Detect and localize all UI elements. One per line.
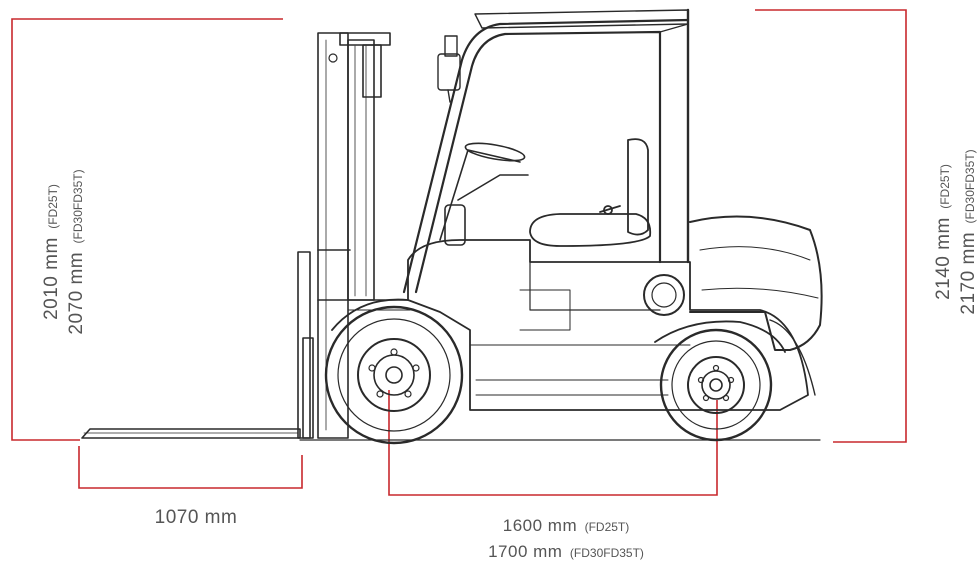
svg-text:2010 mm (FD25T): 2010 mm (FD25T) (41, 184, 62, 320)
right-height-model-1: (FD25T) (938, 164, 952, 209)
chassis (407, 239, 809, 411)
left-height-value-2: 2070 mm (66, 252, 87, 335)
overhead-guard (402, 8, 690, 294)
left-height-dimension-line (11, 18, 283, 441)
right-height-label: 2140 mm (FD25T) 2170 mm (FD30FD35T) (933, 149, 979, 314)
operator-seat (529, 138, 652, 247)
wheelbase-value-2: 1700 mm (488, 542, 562, 561)
fuel-tank (643, 274, 685, 316)
dimension-lines (11, 9, 907, 496)
right-height-value-1: 2140 mm (933, 217, 954, 300)
wheelbase-label-line-2: 1700 mm (FD30FD35T) (488, 542, 644, 561)
mast (317, 32, 411, 439)
work-light (437, 35, 461, 103)
forklift-drawing (81, 8, 823, 445)
left-height-value-1: 2010 mm (41, 237, 62, 320)
right-height-dimension-line (755, 9, 907, 443)
left-height-model-1: (FD25T) (46, 184, 60, 229)
rear-wheel (659, 328, 773, 442)
left-height-label: 2010 mm (FD25T) 2070 mm (FD30FD35T) (41, 169, 87, 334)
fork-length-dimension-line (78, 446, 303, 489)
fenders (331, 298, 786, 353)
right-height-model-2: (FD30FD35T) (963, 149, 977, 223)
wheelbase-dimension-line (388, 390, 718, 496)
steering-wheel (439, 142, 529, 246)
wheelbase-value-1: 1600 mm (503, 516, 577, 535)
wheelbase-model-1: (FD25T) (585, 520, 630, 534)
front-wheel (324, 305, 464, 445)
forks (81, 251, 314, 439)
svg-text:2140 mm (FD25T): 2140 mm (FD25T) (933, 164, 954, 300)
fork-length-value: 1070 mm (155, 507, 238, 528)
svg-text:2070 mm (FD30FD35T): 2070 mm (FD30FD35T) (66, 169, 87, 334)
wheelbase-model-2: (FD30FD35T) (570, 546, 644, 560)
svg-text:2170 mm (FD30FD35T): 2170 mm (FD30FD35T) (958, 149, 979, 314)
left-height-model-2: (FD30FD35T) (71, 169, 85, 243)
right-height-value-2: 2170 mm (958, 232, 979, 315)
counterweight (689, 215, 823, 396)
wheelbase-label-line-1: 1600 mm (FD25T) (503, 516, 630, 535)
